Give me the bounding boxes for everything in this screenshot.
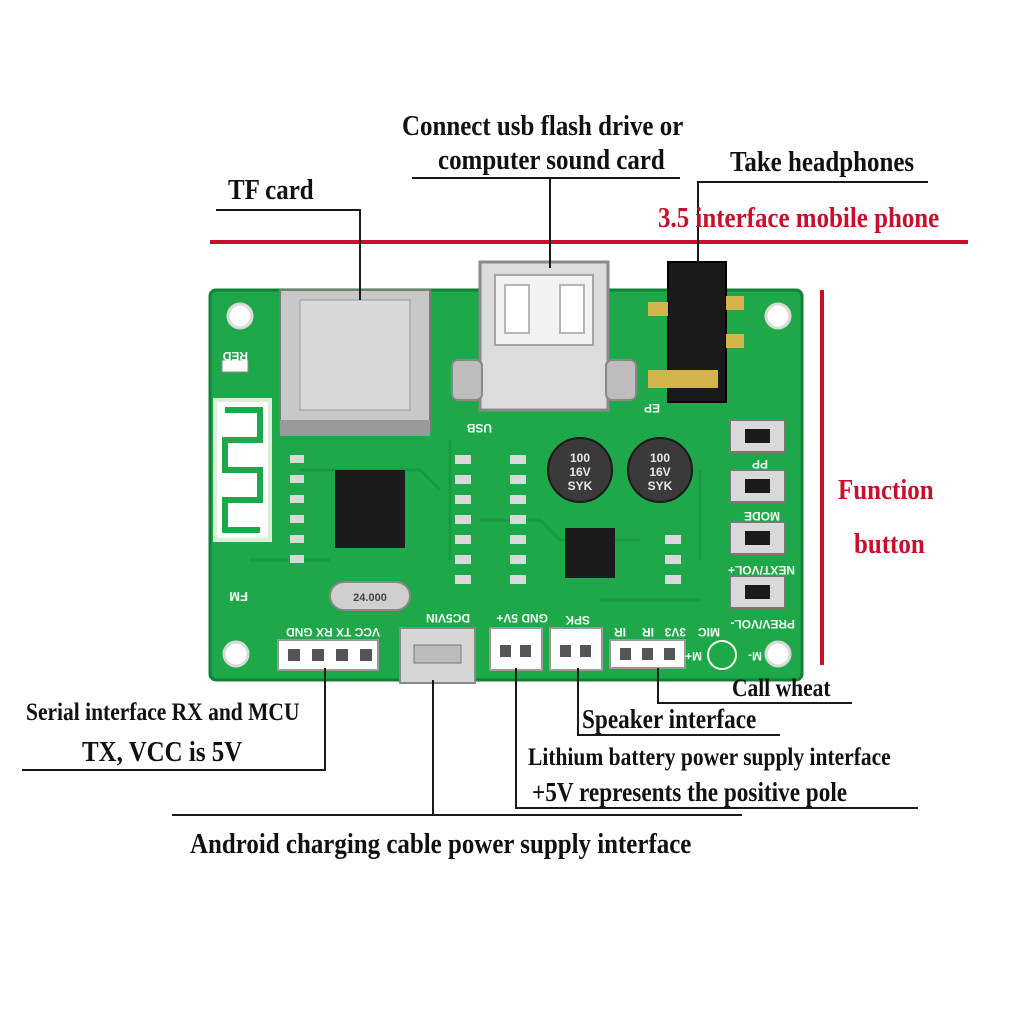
headphone-jack bbox=[648, 261, 744, 403]
capacitor-1-brand-label: SYK bbox=[568, 479, 593, 493]
micro-usb-port bbox=[399, 627, 476, 684]
speaker-leader bbox=[577, 668, 780, 736]
silk-red-label: RED bbox=[222, 349, 248, 363]
silk-3v3-label: 3V3 bbox=[664, 625, 686, 639]
headphones-leader bbox=[697, 181, 928, 268]
serial-header bbox=[277, 639, 379, 671]
mounting-holes bbox=[222, 302, 792, 668]
speaker-interface-label: Speaker interface bbox=[582, 704, 757, 734]
silk-fm-label: FM bbox=[229, 589, 248, 604]
ir-header bbox=[609, 639, 686, 669]
serial-label-line1: Serial interface RX and MCU bbox=[26, 699, 300, 726]
usb-label-line2: computer sound card bbox=[438, 144, 665, 176]
silk-spk-label: SPK bbox=[565, 613, 590, 627]
speaker-header bbox=[549, 627, 603, 671]
amplifier-ic bbox=[565, 528, 615, 578]
silk-battery-label: GND 5V+ bbox=[496, 611, 548, 625]
silk-power-label: DC5VIN bbox=[426, 611, 470, 625]
silkscreen-labels: RED USB EP PP MODE NEXT/VOL+ PREV/VOL- F… bbox=[222, 349, 795, 663]
silk-next-label: NEXT/VOL+ bbox=[728, 563, 795, 577]
function-label-line2: button bbox=[854, 528, 925, 560]
battery-leader bbox=[515, 668, 918, 809]
smd-components bbox=[290, 455, 681, 584]
capacitor-2-value-label: 100 bbox=[650, 451, 670, 465]
audio-ic-u3 bbox=[335, 470, 405, 548]
silk-mode-label: MODE bbox=[744, 509, 780, 523]
crystal-label: 24.000 bbox=[353, 592, 387, 604]
silk-ep-label: EP bbox=[644, 401, 660, 415]
capacitor-1-voltage-label: 16V bbox=[569, 465, 590, 479]
leader-lines bbox=[22, 177, 928, 816]
serial-label-line2: TX, VCC is 5V bbox=[82, 736, 243, 768]
tf-card-label: TF card bbox=[228, 174, 314, 206]
capacitor-1-value-label: 100 bbox=[570, 451, 590, 465]
function-label-line1: Function bbox=[838, 474, 934, 506]
silk-m-minus-label: M- bbox=[748, 649, 762, 663]
capacitor-1: 100 16V SYK bbox=[547, 437, 613, 503]
bluetooth-antenna bbox=[213, 398, 272, 542]
battery-label-line2: +5V represents the positive pole bbox=[532, 777, 848, 807]
silk-mic-label: MIC bbox=[698, 625, 720, 639]
tf-card-slot bbox=[279, 289, 431, 436]
call-wheat-leader bbox=[657, 668, 852, 704]
usb-port bbox=[451, 260, 637, 412]
usb-label-line1: Connect usb flash drive or bbox=[402, 110, 684, 142]
crystal-oscillator: 24.000 bbox=[329, 581, 411, 611]
silk-ir-label: IR bbox=[614, 625, 626, 639]
silk-usb-label: USB bbox=[466, 421, 492, 435]
serial-leader bbox=[22, 668, 326, 771]
silk-m-plus-label: M+ bbox=[685, 649, 702, 663]
red-led bbox=[221, 359, 249, 373]
battery-header bbox=[489, 627, 543, 671]
phone-interface-label: 3.5 interface mobile phone bbox=[658, 202, 940, 234]
silk-pp-label: PP bbox=[752, 457, 768, 471]
silk-ir2-label: IR bbox=[642, 625, 654, 639]
microphone-pad bbox=[707, 640, 737, 670]
android-charging-label: Android charging cable power supply inte… bbox=[190, 828, 692, 860]
capacitor-2: 100 16V SYK bbox=[627, 437, 693, 503]
battery-label-line1: Lithium battery power supply interface bbox=[528, 744, 891, 771]
capacitor-2-voltage-label: 16V bbox=[649, 465, 670, 479]
headphones-label: Take headphones bbox=[730, 146, 915, 178]
silk-serial-label: VCC TX RX GND bbox=[286, 625, 380, 639]
function-buttons bbox=[729, 419, 786, 609]
call-wheat-label: Call wheat bbox=[732, 675, 831, 702]
tf-card-leader bbox=[216, 209, 361, 300]
capacitor-2-brand-label: SYK bbox=[648, 479, 673, 493]
silk-prev-label: PREV/VOL- bbox=[730, 617, 795, 631]
